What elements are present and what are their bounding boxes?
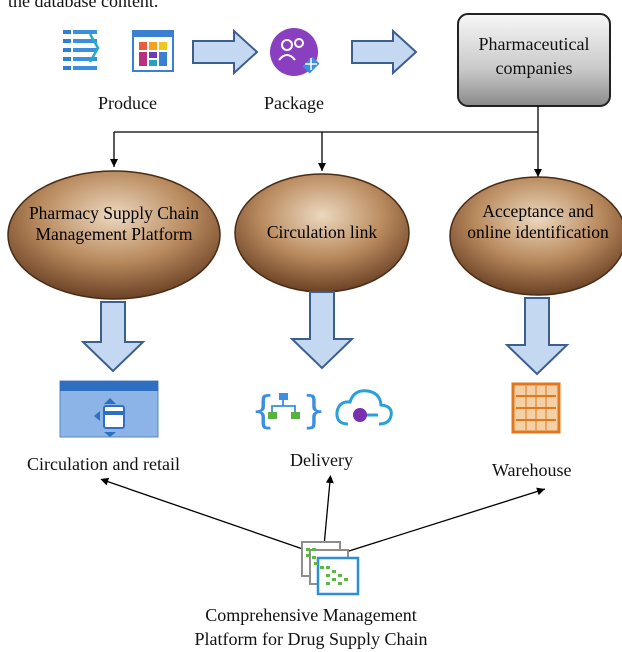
hub-label-line2: Platform for Drug Supply Chain — [194, 629, 428, 649]
distribution-connectors — [110, 106, 542, 177]
package-label: Package — [264, 93, 324, 113]
warehouse-label: Warehouse — [492, 460, 572, 480]
block-arrow-down-middle — [289, 291, 355, 370]
delivery-label: Delivery — [290, 450, 353, 470]
produce-label: Produce — [98, 93, 157, 113]
hub-label-line1: Comprehensive Management — [205, 605, 417, 625]
pharmaceutical-companies-box — [457, 13, 611, 107]
list-lines-icon — [63, 30, 100, 70]
circulation-retail-label: Circulation and retail — [27, 454, 180, 474]
oval-pharmacy-platform — [7, 170, 221, 300]
oval-acceptance-label: Acceptance and online identification — [467, 201, 609, 242]
svg-text:}: } — [302, 388, 326, 432]
stacked-grid-icon — [301, 541, 360, 596]
warehouse-icon — [511, 382, 561, 434]
block-arrow-produce-to-package — [192, 28, 259, 76]
oval-acceptance — [449, 176, 622, 296]
pharmaceutical-companies-label: Pharmaceutical companies — [478, 34, 590, 78]
card-window-icon — [59, 380, 159, 438]
block-arrow-down-left — [80, 301, 146, 373]
oval-circulation-link-label: Circulation link — [266, 222, 378, 242]
logic-app-braces-icon: { } — [251, 388, 326, 432]
header-fragment: the database content. — [8, 0, 159, 11]
oval-pharmacy-platform-label: Pharmacy Supply Chain Management Platfor… — [28, 203, 200, 244]
cloud-connection-icon — [335, 389, 393, 426]
block-arrow-down-right — [504, 297, 570, 376]
block-arrow-package-to-pharma — [351, 28, 418, 76]
dashboard-tiles-icon — [132, 30, 174, 72]
package-users-icon — [270, 28, 320, 76]
